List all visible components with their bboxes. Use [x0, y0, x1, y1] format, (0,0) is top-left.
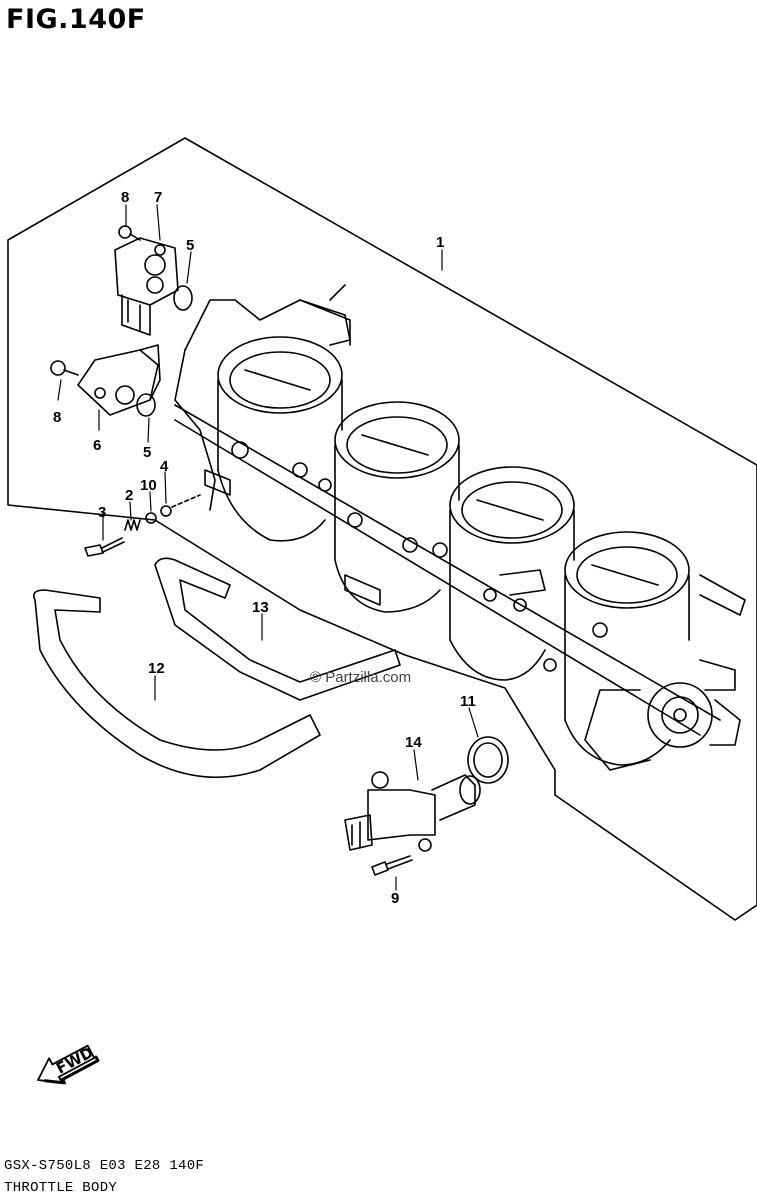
callout-4: 4	[160, 458, 169, 475]
bolt-part-8-lower	[50, 360, 79, 376]
callout-11: 11	[460, 693, 476, 710]
fwd-arrow-icon: FWD	[37, 1043, 100, 1085]
screw-part-9	[371, 855, 413, 876]
callout-5-lower: 5	[143, 444, 151, 461]
footer-model-code: GSX-S750L8 E03 E28 140F	[4, 1158, 205, 1174]
sensor-part-6	[77, 344, 161, 416]
callout-8-upper: 8	[121, 189, 129, 206]
callout-1: 1	[436, 234, 444, 251]
screw-part-3	[84, 537, 125, 557]
callout-6: 6	[93, 437, 101, 454]
callout-3: 3	[98, 504, 106, 521]
callout-7: 7	[154, 189, 162, 206]
callout-labels: 1 2 3 4 5 5 6 7 8 8 9 10 11 12 13 14	[53, 189, 476, 907]
callout-12: 12	[148, 660, 165, 677]
spring-part-2	[124, 519, 141, 531]
callout-10: 10	[140, 477, 157, 494]
figure-title: FIG.140F	[6, 4, 146, 35]
bolt-part-8-upper	[118, 225, 141, 241]
callout-13: 13	[252, 599, 269, 616]
o-ring-part-11	[467, 736, 509, 784]
washer-part-10	[145, 512, 157, 524]
callout-9: 9	[391, 890, 399, 907]
footer-section-name: THROTTLE BODY	[4, 1180, 118, 1196]
hose-part-12	[32, 589, 321, 779]
o-ring-part-5-upper	[173, 285, 193, 311]
callout-8-lower: 8	[53, 409, 61, 426]
valve-part-14	[344, 771, 481, 852]
hose-part-13	[154, 557, 401, 701]
leader-lines	[57, 204, 479, 891]
watermark-text: © Partzilla.com	[310, 669, 411, 686]
sensor-part-7	[114, 237, 179, 336]
o-ring-part-5-lower	[136, 393, 156, 417]
callout-14: 14	[405, 734, 422, 751]
assembly-outline	[7, 137, 757, 921]
callout-2: 2	[125, 487, 133, 504]
throttle-body-assembly	[174, 284, 746, 771]
o-ring-part-4	[160, 505, 172, 517]
callout-5-upper: 5	[186, 237, 194, 254]
